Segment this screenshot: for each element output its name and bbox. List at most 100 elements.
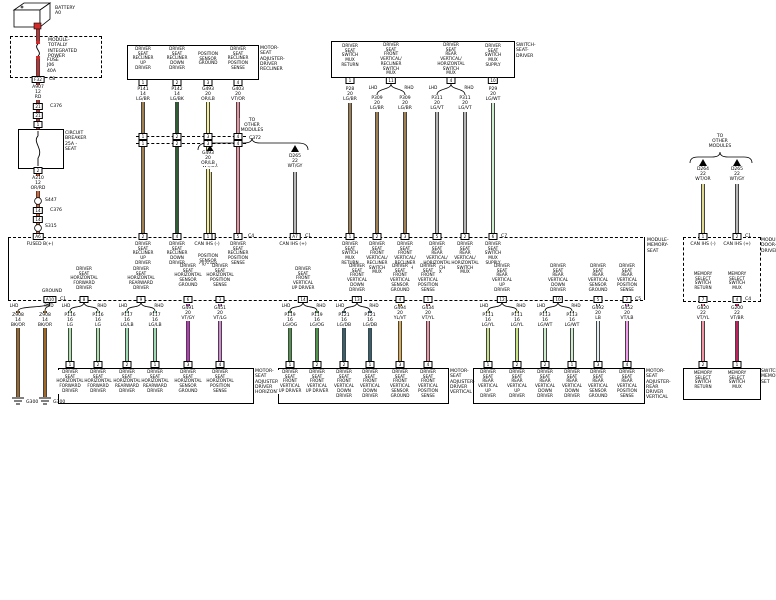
mem-pin-fvpos: 1: [423, 296, 433, 303]
tag-rhd-p311: RHD: [464, 85, 474, 90]
module-memory-bottom-edge: [8, 300, 643, 301]
mem-fused-label: FUSED B(+): [25, 242, 55, 248]
mem-pin-sw-f2: 3: [400, 233, 410, 240]
tag-lhd-p309: LHD: [368, 85, 378, 90]
mem-pin-sw-r2: 2: [460, 233, 470, 240]
door-memmux-label: MEMORY SELECT SWITCH MUX: [726, 271, 748, 291]
hm-func-1: DRIVER SEAT HORIZONTAL FORWARD DRIVER: [55, 369, 85, 394]
rv-pin-5: 3: [593, 361, 603, 368]
label-z908-lhd: Z908 14 BK/OR: [9, 313, 27, 329]
mem-sw-sup-label: DRIVER SEAT SWITCH MUX SUPPLY: [483, 241, 503, 266]
c372-top-4: 4: [233, 133, 243, 140]
module-tipm-box: [10, 36, 102, 78]
wire-fuse-top: [36, 36, 40, 42]
sw-pin-1: 1: [345, 77, 355, 84]
label-g434: G434 20 VT/YL: [420, 306, 436, 322]
hm-func-3: DRIVER SEAT HORIZONTAL REARWARD DRIVER: [112, 369, 142, 394]
ground-symbol-left: [12, 397, 24, 405]
label-g494: G494 20 YL/VT: [392, 306, 408, 322]
sw-pin-10: 10: [487, 77, 499, 84]
fv-func-2: DRIVER SEAT FRONT VERTICAL UP DRIVER: [304, 369, 330, 394]
hm-func-2: DRIVER SEAT HORIZONTAL FORWARD DRIVER: [83, 369, 113, 394]
mem-fvdn-label: DRIVER SEAT FRONT VERTICAL DOWN DRIVER: [345, 263, 369, 293]
wire-p309-rhd: [403, 112, 407, 233]
wire-g820: [701, 304, 705, 362]
tag-rhd-p119: RHD: [316, 303, 326, 308]
wire-battery-feed: [36, 28, 40, 37]
label-p309-rhd: P309 20 LG/BR: [397, 96, 413, 112]
wire-p141-upper: [141, 102, 145, 133]
tag-lhd-p311: LHD: [428, 85, 438, 90]
label-p117-lhd: P117 16 LG/LB: [119, 313, 135, 329]
label-c1-left: C1: [305, 234, 312, 239]
mem-canp-label-left: CAN IHS (+): [278, 242, 308, 248]
rv-pin-3: 2: [540, 361, 550, 368]
mem-hgnd-label: DRIVER SEAT HORIZONTAL SENSOR GROUND: [173, 263, 203, 288]
fv-pin-4: 1: [365, 361, 375, 368]
label-g820: G820 22 VT/YL: [695, 306, 711, 322]
memsw-mux-label: MEMORY SELECT SWITCH MUX: [726, 370, 748, 390]
left-can-to-other-modules: TO OTHER MODULES: [239, 118, 265, 134]
mem-pin-sw-ret: 1: [345, 233, 355, 240]
wire-g452: [625, 304, 629, 362]
label-g403: G403 20 VT/OR: [229, 87, 247, 103]
sw-pin-11: 11: [385, 77, 397, 84]
tag-rhd-p111: RHD: [516, 303, 526, 308]
recliner-func-gnd: POSITION SENSOR GROUND: [197, 51, 219, 67]
mem-pin-a6: A6: [32, 233, 44, 240]
rv-func-2: DRIVER SEAT REAR VERTICAL UP DRIVER: [505, 369, 529, 399]
motor-recliner-label: MOTOR- SEAT ADJUSTER- DRIVER RECLINER: [260, 46, 285, 73]
wire-p29: [491, 103, 495, 233]
label-d264-right: D264 22 WT/OR: [694, 167, 712, 183]
door-memret-label: MEMORY SELECT SWITCH RETURN: [692, 271, 714, 291]
mem-pin-rec-sense: 5: [233, 233, 243, 240]
mem-rec-down-label: DRIVER SEAT RECLINER DOWN DRIVER: [165, 241, 189, 266]
motor-rear-vertical-label: MOTOR- SEAT ADJUSTER- REAR DRIVER VERTIC…: [646, 369, 671, 401]
fork-z908: [17, 301, 51, 312]
mem-sw-f1-label: DRIVER SEAT FRONT VERTICAL/ RECLINER SWI…: [365, 241, 389, 275]
label-p111-rhd: P111 16 LG/YL: [509, 313, 525, 329]
mem-canm-label-left: CAN IHS (-): [193, 242, 221, 248]
mem-rvpos-label: DRIVER SEAT REAR VERTICAL POSITION SENSE: [615, 263, 639, 293]
mem-pin-a10: A10: [43, 296, 57, 303]
switch-memory-set-label: SWITCH- MEMORY SET: [761, 369, 776, 385]
mem-rvgnd-label: DRIVER SEAT REAR VERTICAL SENSOR GROUND: [586, 263, 610, 293]
mem-pin-rec-up: 2: [138, 233, 148, 240]
right-can-brace: [689, 151, 753, 164]
label-d265-right: D265 22 WT/GY: [728, 167, 746, 183]
c372-bot-3: 3: [203, 140, 213, 147]
mem-fvup-label: DRIVER SEAT FRONT VERTICAL UP DRIVER: [290, 266, 316, 291]
label-g452: G452 20 VT/LB: [619, 306, 635, 322]
hm-func-4: DRIVER SEAT HORIZONTAL REARWARD DRIVER: [140, 369, 170, 394]
label-c4: C4: [248, 234, 255, 239]
wire-d265-left: [293, 172, 297, 233]
mem-ground-label: GROUND: [40, 289, 64, 295]
fv-func-1: DRIVER SEAT FRONT VERTICAL UP DRIVER: [277, 369, 303, 394]
mem-pin-rec-down: 4: [172, 233, 182, 240]
module-memory-seat-box: [8, 237, 645, 300]
pin-14-b: 14: [32, 216, 44, 223]
rv-func-1: DRIVER SEAT REAR VERTICAL UP DRIVER: [476, 369, 500, 399]
module-memory-top-edge: [8, 237, 643, 238]
mem-pin-rvgnd: 5: [593, 296, 603, 303]
mem-hrwd-label: DRIVER SEAT HORIZONTAL REARWARD DRIVER: [126, 266, 156, 291]
label-g200: G200 22 VT/BR: [729, 306, 745, 322]
tag-lhd-p117: LHD: [118, 303, 128, 308]
wire-p142-lower: [175, 147, 179, 233]
mem-pin-rvup: 12: [496, 296, 508, 303]
motor-horizontal-label: MOTOR- SEAT ADJUSTER- DRIVER HORIZONTAL: [255, 369, 285, 396]
tag-rhd-p113: RHD: [571, 303, 581, 308]
pin-21-a: 21: [32, 103, 44, 110]
wire-p113-lhd: [543, 311, 547, 362]
door-canm-label: CAN IHS (-): [689, 242, 717, 248]
label-g492: G492 20 LB: [590, 306, 606, 322]
label-s447: S447: [45, 198, 57, 203]
mem-pin-fvup: 14: [297, 296, 309, 303]
door-pin-2: 2: [732, 233, 742, 240]
mem-pin-hrwd: 9: [136, 296, 146, 303]
label-c376-a: C376: [50, 104, 62, 109]
c372-top-2: 2: [172, 133, 182, 140]
label-p119-lhd: P119 16 LG/OG: [281, 313, 299, 329]
splice-s315: [34, 224, 42, 232]
